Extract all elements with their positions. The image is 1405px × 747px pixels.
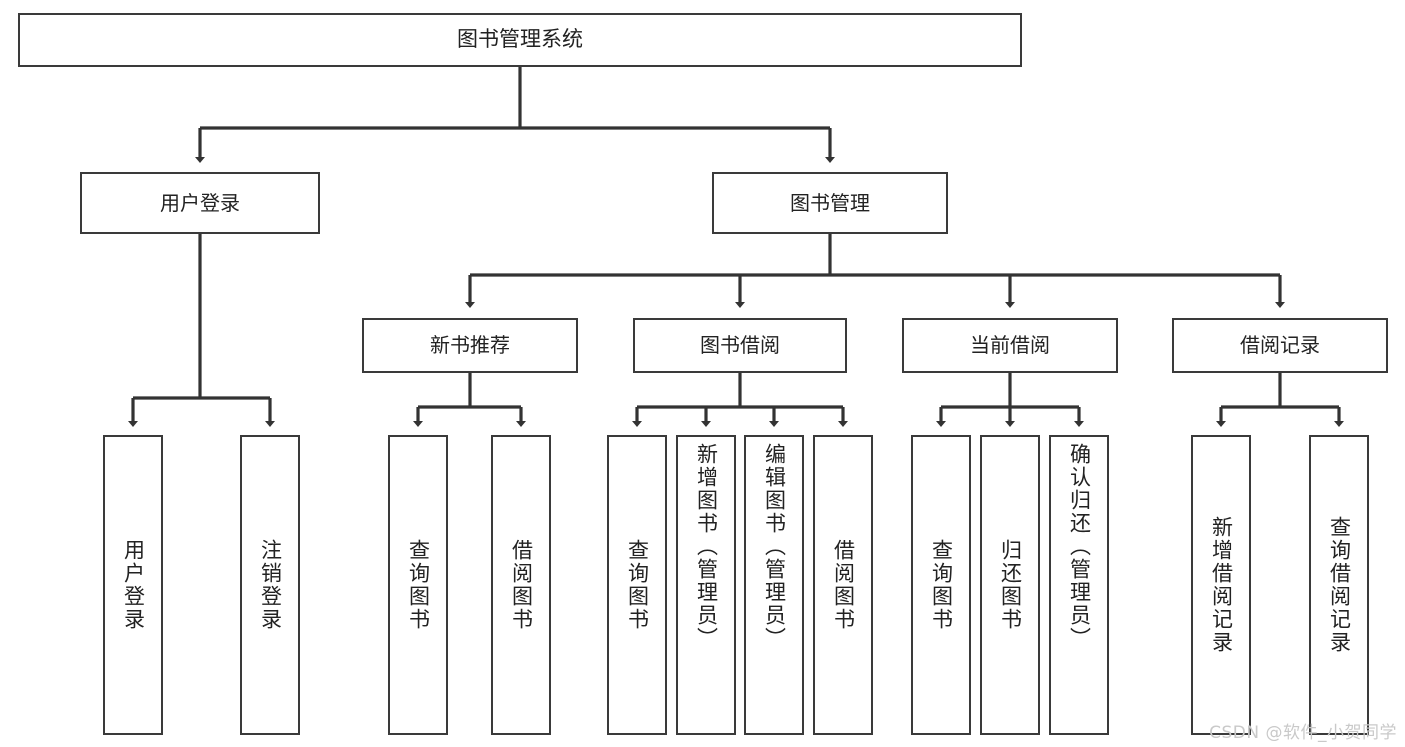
node-book-borrow[interactable]: 图书借阅 — [633, 318, 847, 373]
leaf-new-book-query[interactable]: 查询图书 — [388, 435, 448, 735]
node-label: 借阅图书 — [831, 539, 856, 631]
node-label: 借阅记录 — [1240, 333, 1320, 358]
node-root-system[interactable]: 图书管理系统 — [18, 13, 1022, 67]
node-label: 查询图书 — [625, 539, 650, 631]
node-label: 新增图书（管理员） — [694, 443, 719, 650]
leaf-book-borrow-edit[interactable]: 编辑图书（管理员） — [744, 435, 804, 735]
leaf-new-book-borrow[interactable]: 借阅图书 — [491, 435, 551, 735]
leaf-current-borrow-return[interactable]: 归还图书 — [980, 435, 1040, 735]
node-label: 图书管理系统 — [457, 27, 583, 52]
node-label: 归还图书 — [998, 539, 1023, 631]
node-new-book-recommend[interactable]: 新书推荐 — [362, 318, 578, 373]
node-label: 图书管理 — [790, 190, 870, 215]
node-label: 查询图书 — [929, 539, 954, 631]
node-borrow-record[interactable]: 借阅记录 — [1172, 318, 1388, 373]
leaf-book-borrow-query[interactable]: 查询图书 — [607, 435, 667, 735]
leaf-user-login-logout[interactable]: 注销登录 — [240, 435, 300, 735]
node-label: 借阅图书 — [509, 539, 534, 631]
node-label: 注销登录 — [258, 539, 283, 631]
watermark: CSDN @软件_小贺同学 — [1209, 723, 1397, 743]
node-label: 查询借阅记录 — [1327, 516, 1352, 654]
node-user-login[interactable]: 用户登录 — [80, 172, 320, 234]
leaf-user-login-login[interactable]: 用户登录 — [103, 435, 163, 735]
node-label: 当前借阅 — [970, 333, 1050, 358]
node-book-management[interactable]: 图书管理 — [712, 172, 948, 234]
node-label: 新书推荐 — [430, 333, 510, 358]
node-label: 用户登录 — [160, 190, 240, 215]
node-label: 新增借阅记录 — [1209, 516, 1234, 654]
leaf-current-borrow-query[interactable]: 查询图书 — [911, 435, 971, 735]
leaf-book-borrow-add[interactable]: 新增图书（管理员） — [676, 435, 736, 735]
leaf-borrow-record-query[interactable]: 查询借阅记录 — [1309, 435, 1369, 735]
node-label: 编辑图书（管理员） — [762, 443, 787, 650]
leaf-book-borrow-borrow[interactable]: 借阅图书 — [813, 435, 873, 735]
node-label: 用户登录 — [121, 539, 146, 631]
leaf-borrow-record-add[interactable]: 新增借阅记录 — [1191, 435, 1251, 735]
node-label: 图书借阅 — [700, 333, 780, 358]
node-label: 查询图书 — [406, 539, 431, 631]
node-label: 确认归还（管理员） — [1067, 443, 1092, 650]
node-current-borrow[interactable]: 当前借阅 — [902, 318, 1118, 373]
leaf-current-borrow-confirm-return[interactable]: 确认归还（管理员） — [1049, 435, 1109, 735]
